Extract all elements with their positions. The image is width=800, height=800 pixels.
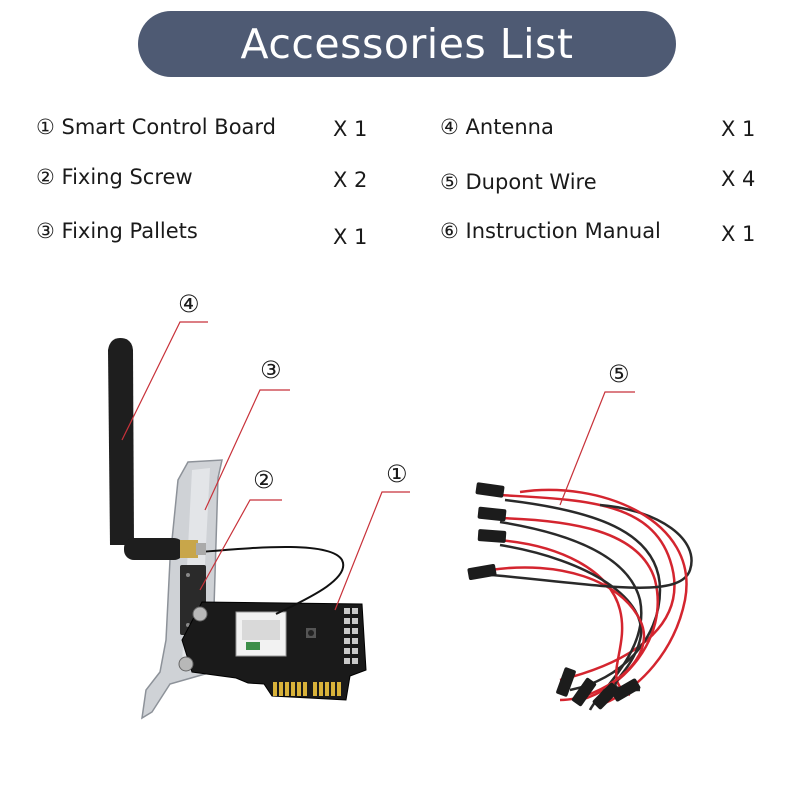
callout-wire: ⑤ (608, 360, 630, 388)
list-item-fixing-screw: ② Fixing Screw (36, 165, 193, 189)
list-item-dupont-wire: ⑤ Dupont Wire (440, 170, 597, 194)
callout-screw: ② (253, 466, 275, 494)
control-board-image (178, 601, 367, 701)
item-quantity: X 1 (721, 222, 756, 246)
item-quantity: X 1 (721, 117, 756, 141)
callout-pallet: ③ (260, 356, 282, 384)
item-marker: ⑥ (440, 219, 459, 243)
item-quantity: X 2 (333, 168, 368, 192)
item-quantity: X 4 (721, 167, 756, 191)
item-marker: ⑤ (440, 170, 459, 194)
item-marker: ② (36, 165, 55, 189)
list-item-fixing-pallets: ③ Fixing Pallets (36, 219, 198, 243)
item-quantity: X 1 (333, 225, 368, 249)
callout-board: ① (386, 460, 408, 488)
dupont-wire-image (489, 488, 693, 711)
antenna-cable (199, 546, 345, 615)
item-name: Smart Control Board (61, 115, 277, 139)
callout-lines (121, 321, 635, 611)
list-item-smart-control-board: ① Smart Control Board (36, 115, 276, 139)
item-name: Antenna (465, 115, 554, 139)
dupont-connectors (467, 482, 641, 710)
list-item-instruction-manual: ⑥ Instruction Manual (440, 219, 661, 243)
list-item-antenna: ④ Antenna (440, 115, 554, 139)
item-name: Dupont Wire (465, 170, 597, 194)
item-marker: ③ (36, 219, 55, 243)
item-name: Fixing Pallets (61, 219, 198, 243)
title-banner: Accessories List (138, 11, 676, 77)
item-quantity: X 1 (333, 117, 368, 141)
page-title: Accessories List (240, 20, 574, 68)
item-marker: ① (36, 115, 55, 139)
item-name: Instruction Manual (465, 219, 661, 243)
item-name: Fixing Screw (61, 165, 193, 189)
antenna-image (108, 338, 206, 560)
item-marker: ④ (440, 115, 459, 139)
callout-antenna: ④ (178, 290, 200, 318)
